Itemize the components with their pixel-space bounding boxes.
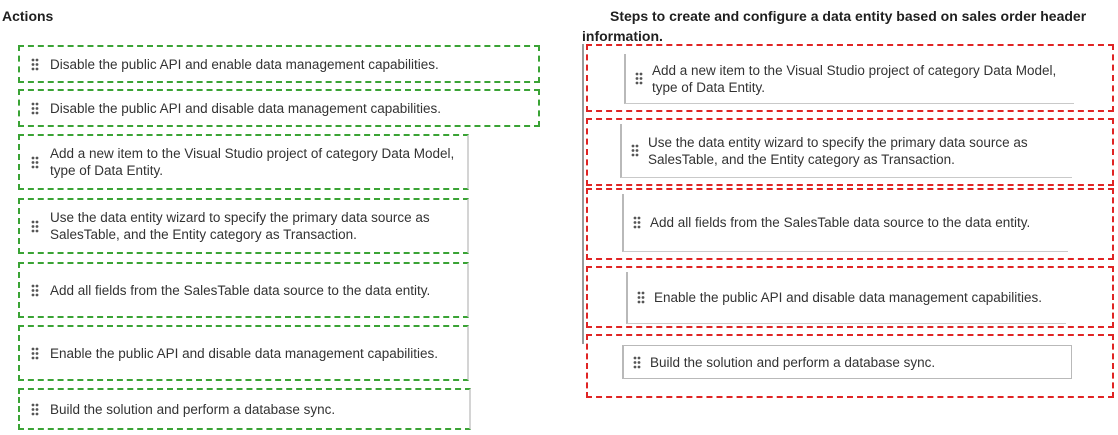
drag-handle-icon[interactable] [24,220,46,233]
step-item-label: Build the solution and perform a databas… [650,354,936,370]
action-item-label: Use the data entity wizard to specify th… [50,210,430,242]
drag-handle-icon[interactable] [628,72,650,85]
step-item-label: Add all fields from the SalesTable data … [650,215,1031,230]
drag-handle-icon[interactable] [24,102,46,115]
drag-handle-icon[interactable] [24,284,46,297]
step-item[interactable]: Enable the public API and disable data m… [626,272,1066,324]
step-item[interactable]: Add a new item to the Visual Studio proj… [624,54,1074,104]
drag-handle-icon[interactable] [24,58,46,71]
action-item[interactable]: Enable the public API and disable data m… [18,325,469,381]
answer-slot[interactable] [586,44,1114,112]
answer-slot[interactable] [586,118,1114,186]
action-item[interactable]: Add a new item to the Visual Studio proj… [18,134,469,190]
drag-handle-icon[interactable] [24,403,46,416]
steps-heading: Steps to create and configure a data ent… [582,8,1087,44]
answer-slot[interactable] [586,334,1114,398]
drag-handle-icon[interactable] [630,291,652,304]
answer-slot[interactable] [586,188,1114,260]
step-item[interactable]: Use the data entity wizard to specify th… [620,124,1072,178]
actions-heading: Actions [2,8,54,24]
action-item-label: Add a new item to the Visual Studio proj… [50,146,455,178]
step-item-label: Enable the public API and disable data m… [654,290,1043,305]
action-item[interactable]: Use the data entity wizard to specify th… [18,198,469,254]
drag-handle-icon[interactable] [626,356,648,369]
drag-handle-icon[interactable] [24,347,46,360]
action-item-label: Disable the public API and enable data m… [50,56,439,72]
answer-slot[interactable] [586,266,1114,328]
action-item-label: Build the solution and perform a databas… [50,401,336,417]
action-item[interactable]: Disable the public API and enable data m… [18,45,540,83]
drag-handle-icon[interactable] [24,156,46,169]
action-item-label: Enable the public API and disable data m… [50,345,439,361]
step-item[interactable]: Add all fields from the SalesTable data … [622,194,1068,252]
drag-handle-icon[interactable] [624,144,646,157]
step-item-label: Add a new item to the Visual Studio proj… [652,62,1057,95]
action-item[interactable]: Build the solution and perform a databas… [18,388,471,430]
step-item[interactable]: Build the solution and perform a databas… [622,345,1072,379]
action-item[interactable]: Add all fields from the SalesTable data … [18,262,469,318]
step-item-label: Use the data entity wizard to specify th… [648,134,1028,167]
action-item[interactable]: Disable the public API and disable data … [18,89,540,127]
drag-handle-icon[interactable] [626,216,648,229]
action-item-label: Add all fields from the SalesTable data … [50,282,431,298]
action-item-label: Disable the public API and disable data … [50,100,441,116]
answer-area-divider [582,44,584,344]
